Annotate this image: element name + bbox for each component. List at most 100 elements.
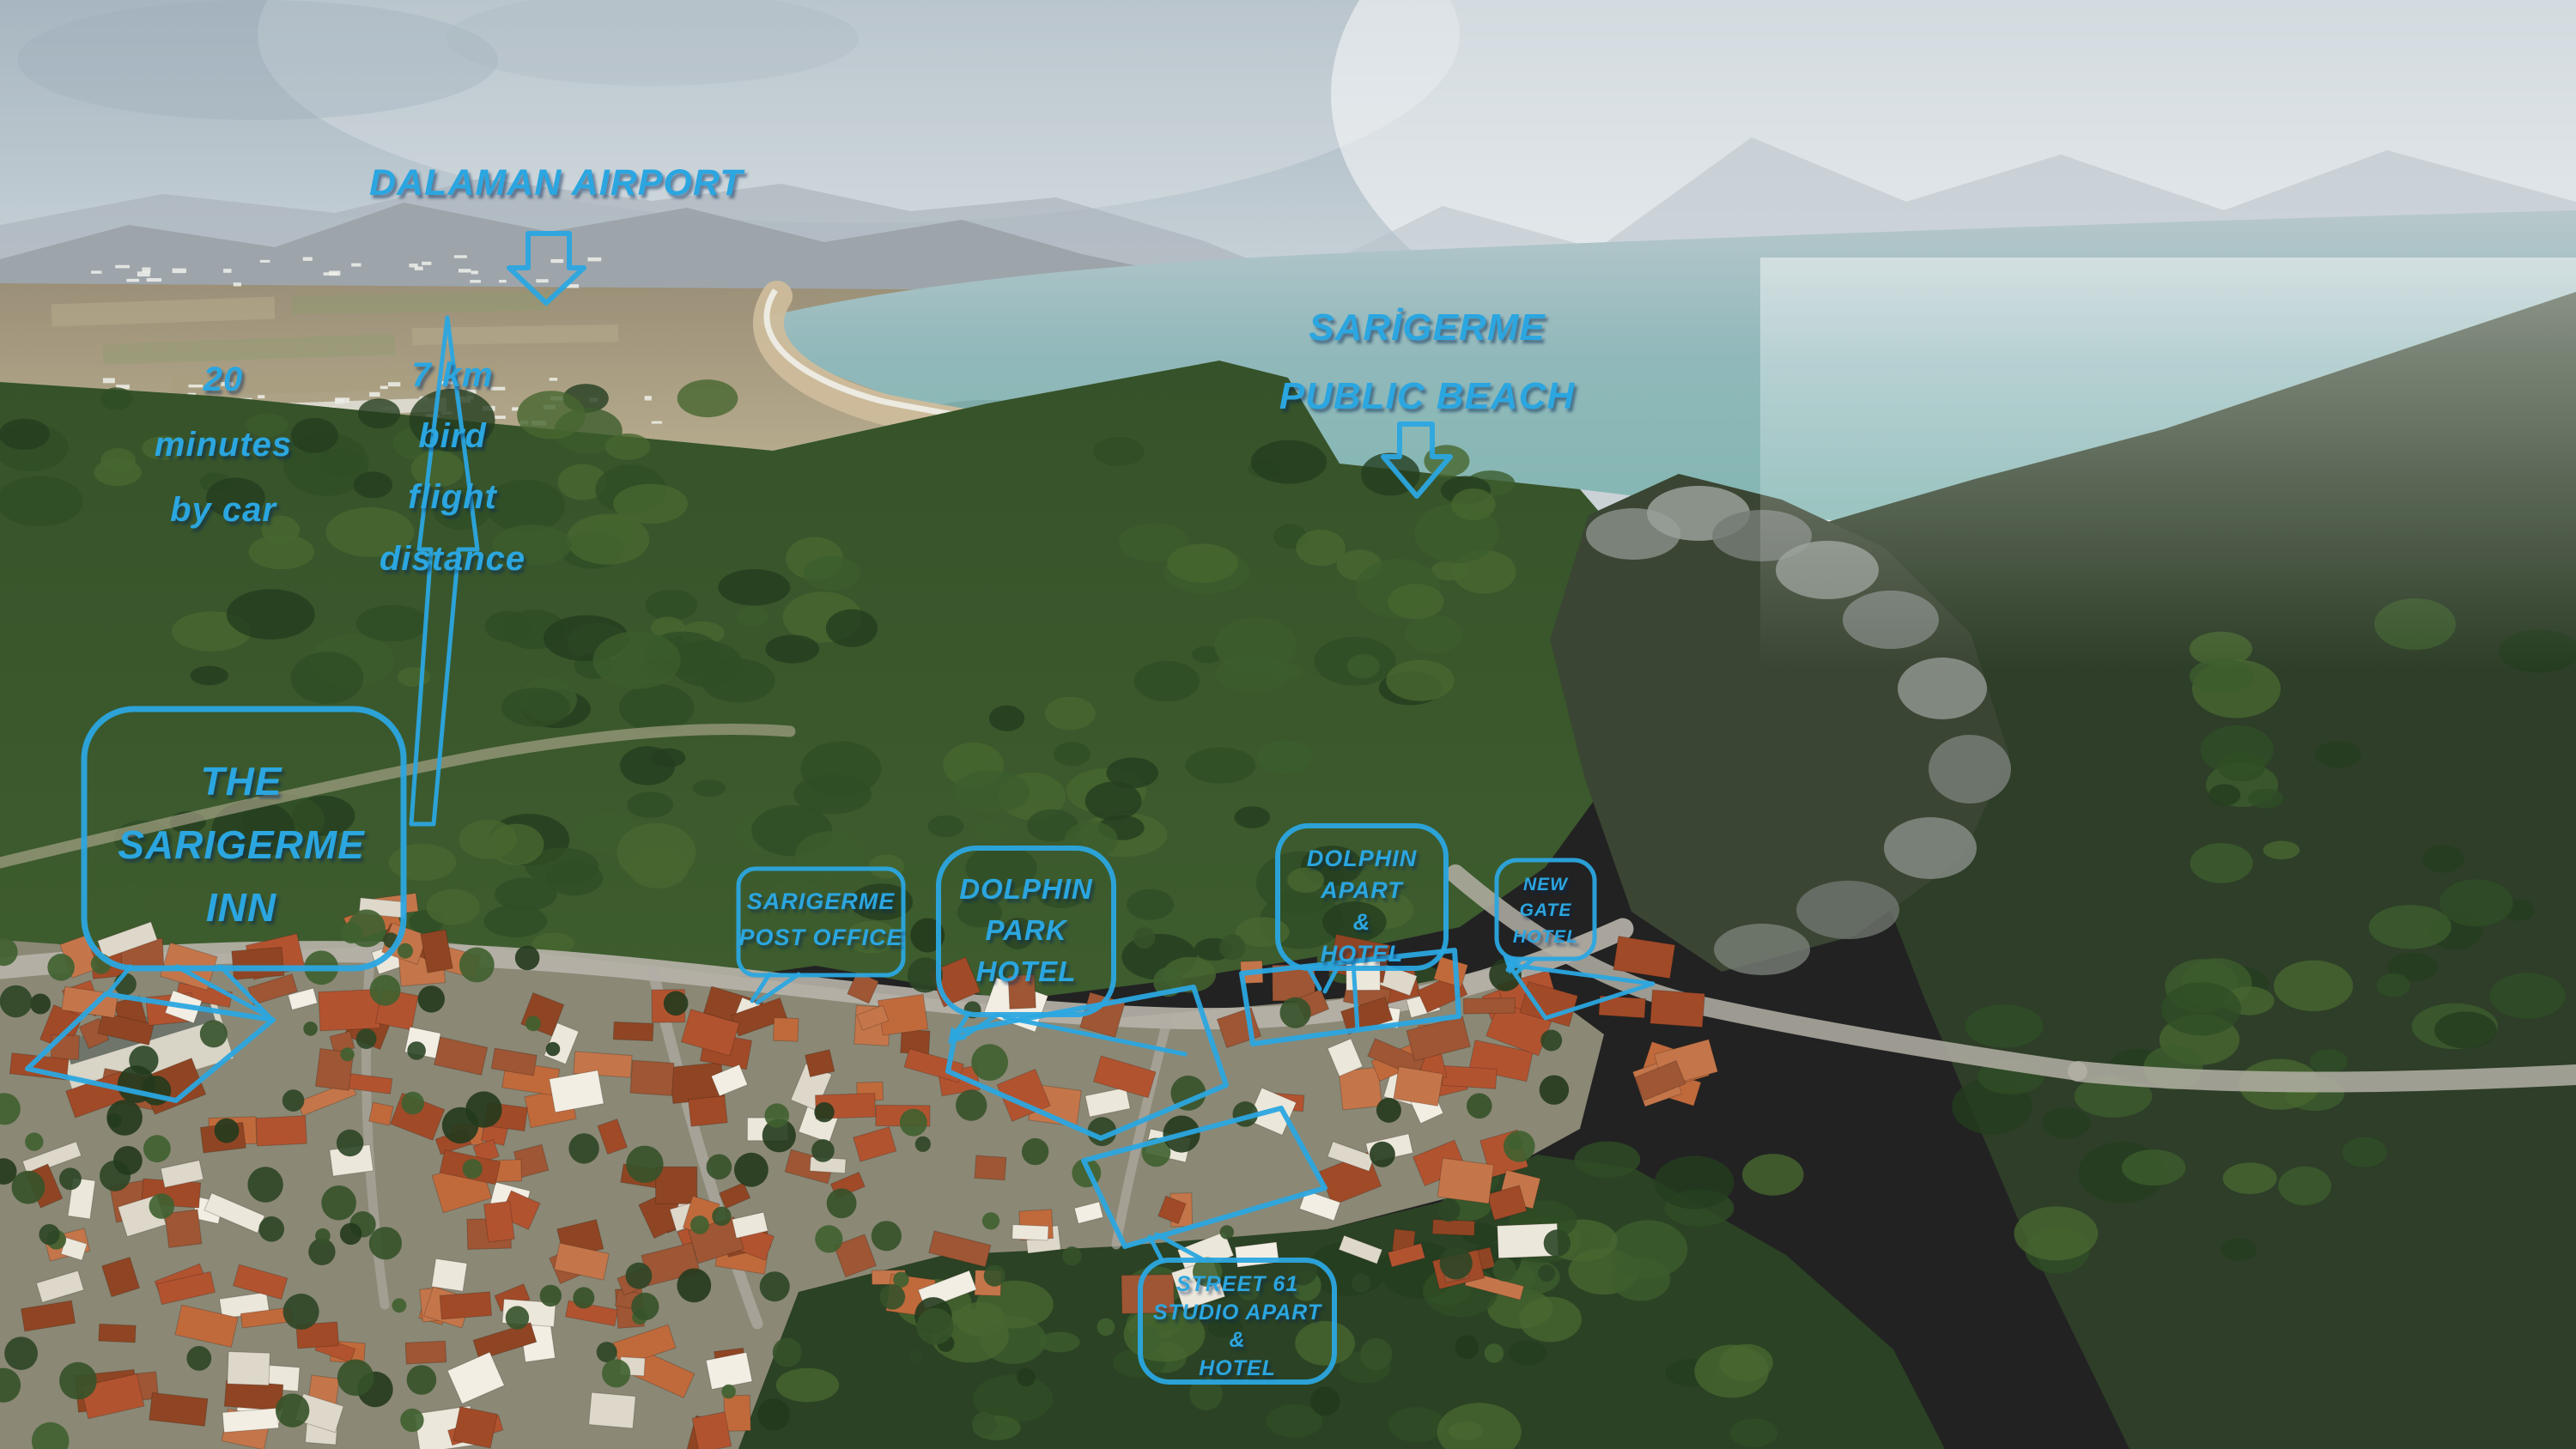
tree (398, 943, 413, 959)
forest-canopy-blob (557, 464, 607, 500)
forest-canopy-blob (1287, 867, 1325, 893)
tree (1484, 1343, 1504, 1363)
distant-building (351, 263, 361, 267)
town-building (431, 1258, 468, 1292)
tree (1017, 1367, 1036, 1387)
distant-building (536, 279, 549, 283)
inn-building-outline (25, 991, 276, 1103)
tree (143, 1135, 171, 1163)
distant-building (490, 386, 506, 391)
new-gate-line: NEW (1523, 875, 1568, 894)
forest-canopy-blob (988, 705, 1025, 731)
tree (762, 1119, 796, 1153)
forest-canopy-blob (1611, 1258, 1671, 1301)
tree (706, 1154, 732, 1180)
forest-canopy-blob (358, 398, 400, 429)
forest-canopy-blob (1729, 1418, 1778, 1448)
tree (545, 1041, 561, 1057)
tree (1310, 1386, 1340, 1416)
tree (734, 1152, 769, 1187)
tree (1439, 1246, 1473, 1280)
forest-canopy-blob (2190, 843, 2253, 883)
town-building (856, 1004, 890, 1031)
tree (417, 985, 445, 1013)
forest-canopy-blob (1216, 654, 1290, 693)
forest-canopy-blob (525, 847, 599, 885)
forest-canopy-blob (613, 483, 689, 524)
tree (0, 985, 33, 1018)
forest-canopy-blob (2121, 1149, 2186, 1186)
tree (303, 1022, 318, 1036)
dalaman-airport-label-text: DALAMAN AIRPORT (369, 162, 744, 203)
post-office-callout-box (736, 866, 906, 978)
tree (573, 1287, 595, 1309)
forest-canopy-blob (605, 433, 651, 460)
forest-canopy-blob (825, 609, 878, 647)
tree (11, 1170, 46, 1204)
town-building (723, 1394, 751, 1432)
forest-canopy-blob (2161, 982, 2241, 1036)
distant-building (471, 270, 478, 275)
forest-canopy-blob (627, 791, 674, 818)
forest-canopy-blob (1266, 1404, 1323, 1438)
town-building (974, 1155, 1007, 1181)
tree (1279, 997, 1311, 1028)
forest-canopy-blob (973, 1374, 1054, 1423)
forest-canopy-blob (1191, 646, 1224, 664)
distant-building (470, 280, 481, 283)
town-building (1393, 1065, 1444, 1106)
forest-canopy-blob (1250, 440, 1327, 484)
forest-canopy-blob (760, 882, 828, 918)
tree (283, 1294, 319, 1330)
town-building (98, 1323, 137, 1343)
travel-time-line: minutes (154, 426, 293, 464)
town-building (612, 1021, 654, 1042)
forest-canopy-blob (957, 897, 1003, 928)
forest-canopy-blob (489, 823, 544, 865)
dalaman-airport-label: DALAMAN AIRPORT (369, 160, 744, 208)
tree (1087, 1117, 1117, 1147)
distant-building (302, 257, 313, 261)
tree (971, 1044, 1008, 1081)
dolphin-park-callout-box (936, 846, 1116, 1017)
tree (815, 1225, 843, 1253)
tree (30, 993, 51, 1015)
tree (462, 1159, 483, 1179)
forest-canopy-blob (2041, 1107, 2091, 1139)
town-building (404, 1340, 447, 1365)
forest-canopy-blob (1655, 1155, 1735, 1210)
tree (721, 1384, 736, 1399)
distant-building (388, 382, 401, 387)
annotations (25, 231, 1656, 1385)
haze-overlay (1760, 258, 2576, 670)
tree (275, 1393, 310, 1428)
tree (355, 1028, 377, 1049)
dolphin-park-line: PARK (985, 913, 1067, 946)
tree (47, 954, 75, 981)
distant-building (91, 270, 102, 274)
street61-line: HOTEL (1199, 1355, 1276, 1380)
tree (0, 1367, 21, 1403)
tree (1219, 934, 1246, 961)
town-building (1121, 1274, 1176, 1314)
tree (1543, 1229, 1571, 1257)
town-building (1012, 1224, 1049, 1241)
tree (258, 1216, 285, 1242)
forest-canopy-blob (1039, 1331, 1080, 1353)
town-building (691, 1411, 732, 1449)
street61-line: STREET 61 (1176, 1272, 1299, 1296)
forest-canopy-blob (2422, 845, 2464, 873)
town-building (710, 1064, 749, 1097)
forest-canopy-blob (492, 524, 572, 566)
distant-building (126, 278, 140, 282)
forest-canopy-blob (1346, 654, 1380, 679)
tree (59, 1167, 82, 1191)
tree (1437, 1198, 1461, 1222)
forest-canopy-blob (1133, 660, 1200, 702)
town-building (227, 1351, 270, 1386)
tree (602, 1359, 631, 1388)
distant-building (512, 407, 519, 411)
town-building (1092, 1055, 1157, 1099)
town-building (655, 1166, 698, 1204)
